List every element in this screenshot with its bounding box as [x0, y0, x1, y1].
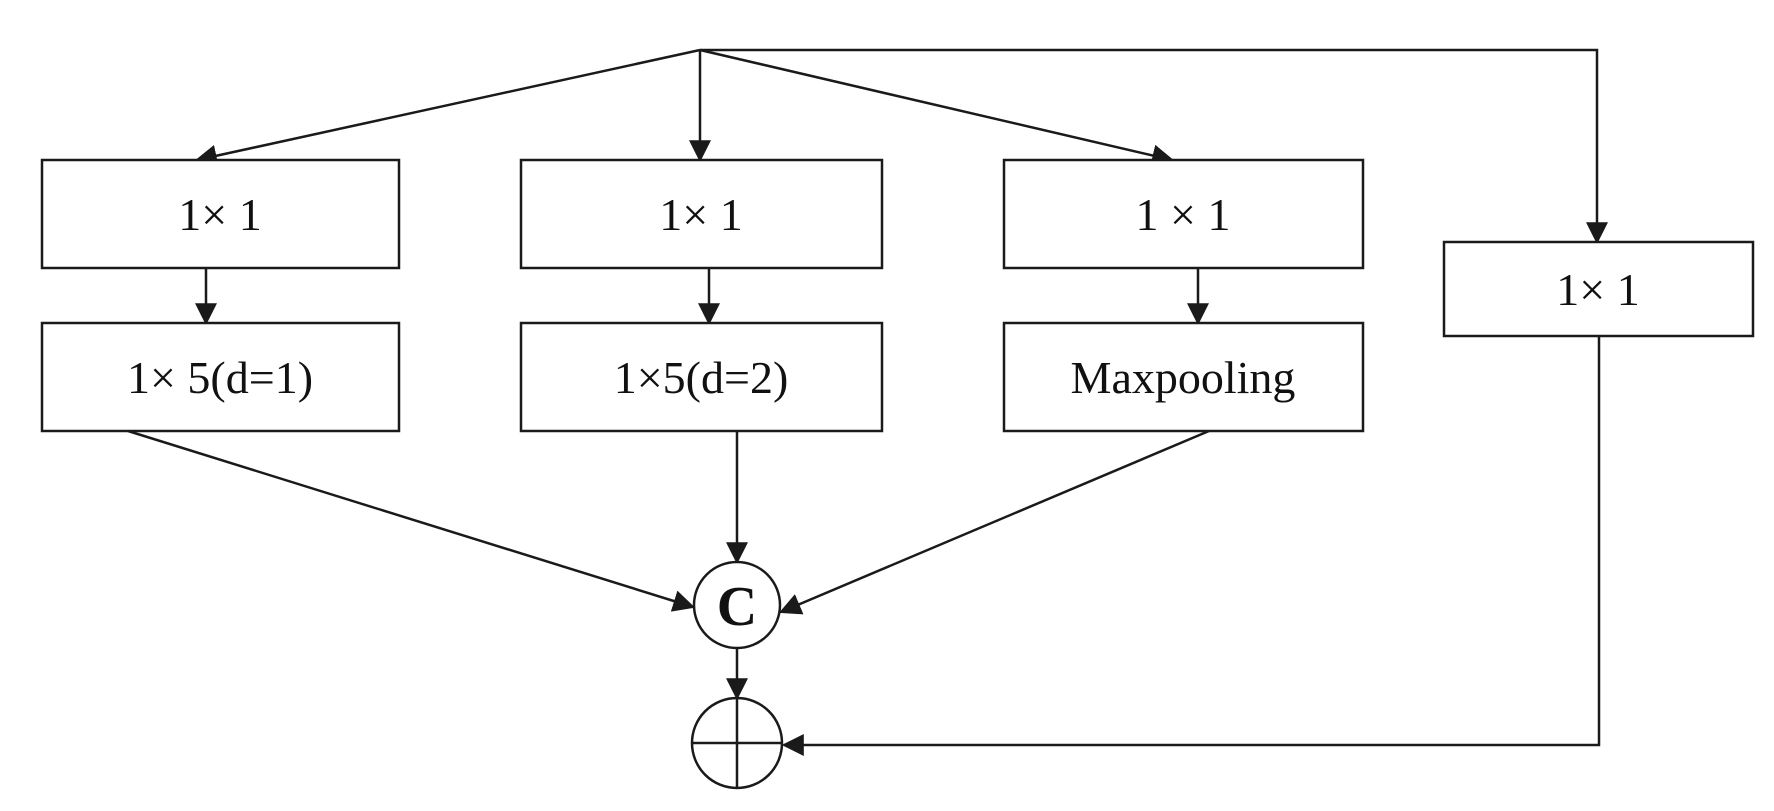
- edge-input-to-branch3: [699, 48, 1175, 167]
- branch3-conv1x1-label: 1 × 1: [1136, 189, 1231, 240]
- branch3-maxpool-label: Maxpooling: [1071, 352, 1296, 403]
- concat-edges: [127, 429, 1210, 615]
- branch1-conv1x5-label: 1× 5(d=1): [127, 352, 313, 403]
- branch-1: 1× 1 1× 5(d=1): [40, 158, 401, 433]
- branch-2: 1× 1 1×5(d=2): [519, 158, 884, 433]
- concat-label: C: [717, 576, 757, 638]
- shortcut-conv1x1-label: 1× 1: [1556, 264, 1639, 315]
- input-edges: [194, 48, 1608, 245]
- edge-shortcut-to-add: [781, 336, 1601, 756]
- concat-node: C: [692, 560, 782, 650]
- branch2-conv1x1-box: [519, 158, 884, 270]
- branch1-conv1x5-box: [40, 321, 401, 433]
- shortcut-conv1x1-box: [1442, 240, 1755, 338]
- branch1-conv1x1-label: 1× 1: [178, 189, 261, 240]
- branch-3: 1 × 1 Maxpooling: [1002, 158, 1365, 433]
- add-node: [690, 696, 784, 790]
- branch1-conv1x1-box: [40, 158, 401, 270]
- branch3-conv1x1-box: [1002, 158, 1365, 270]
- edge-input-to-shortcut: [700, 48, 1608, 245]
- shortcut-branch: 1× 1: [1442, 240, 1755, 338]
- edge-branch3-to-concat: [778, 429, 1210, 615]
- branch2-conv1x1-label: 1× 1: [659, 189, 742, 240]
- edge-branch1-to-concat: [127, 429, 696, 612]
- branch2-conv1x5-label: 1×5(d=2): [614, 352, 789, 403]
- edge-input-to-branch1: [194, 48, 701, 167]
- branch2-conv1x5-box: [519, 321, 884, 433]
- branch3-maxpool-box: [1002, 321, 1365, 433]
